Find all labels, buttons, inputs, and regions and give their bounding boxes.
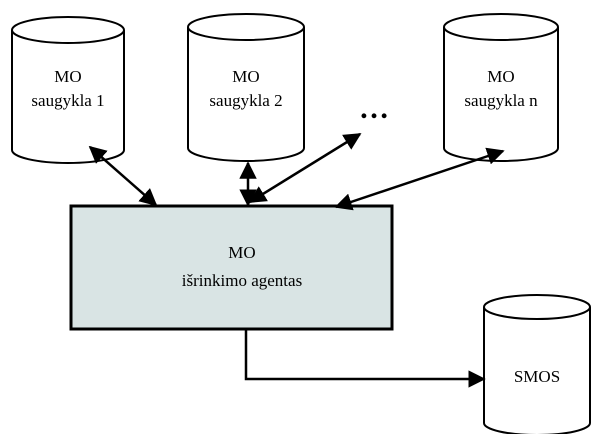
arrow-more-agent — [248, 132, 362, 204]
smos-label: SMOS — [514, 367, 560, 386]
storage-1-name: saugykla 1 — [31, 91, 104, 110]
storage-2-title: MO — [232, 67, 259, 86]
storage-1-title: MO — [54, 67, 81, 86]
more-storages-ellipsis: … — [359, 92, 389, 125]
arrow-storage-n-agent — [334, 147, 505, 211]
agent-box: MO išrinkimo agentas — [69, 204, 394, 331]
agent-title: MO — [228, 243, 255, 262]
agent-name: išrinkimo agentas — [182, 271, 302, 290]
storage-1-cylinder: MO saugykla 1 — [11, 16, 125, 164]
storage-n-title: MO — [487, 67, 514, 86]
arrow-storage-1-agent — [88, 145, 158, 207]
arrow-agent-smos — [244, 330, 486, 388]
smos-cylinder: SMOS — [483, 294, 591, 434]
storage-2-name: saugykla 2 — [209, 91, 282, 110]
storage-n-cylinder: MO saugykla n — [443, 13, 559, 162]
storage-2-cylinder: MO saugykla 2 — [187, 13, 305, 162]
storage-n-name: saugykla n — [464, 91, 538, 110]
